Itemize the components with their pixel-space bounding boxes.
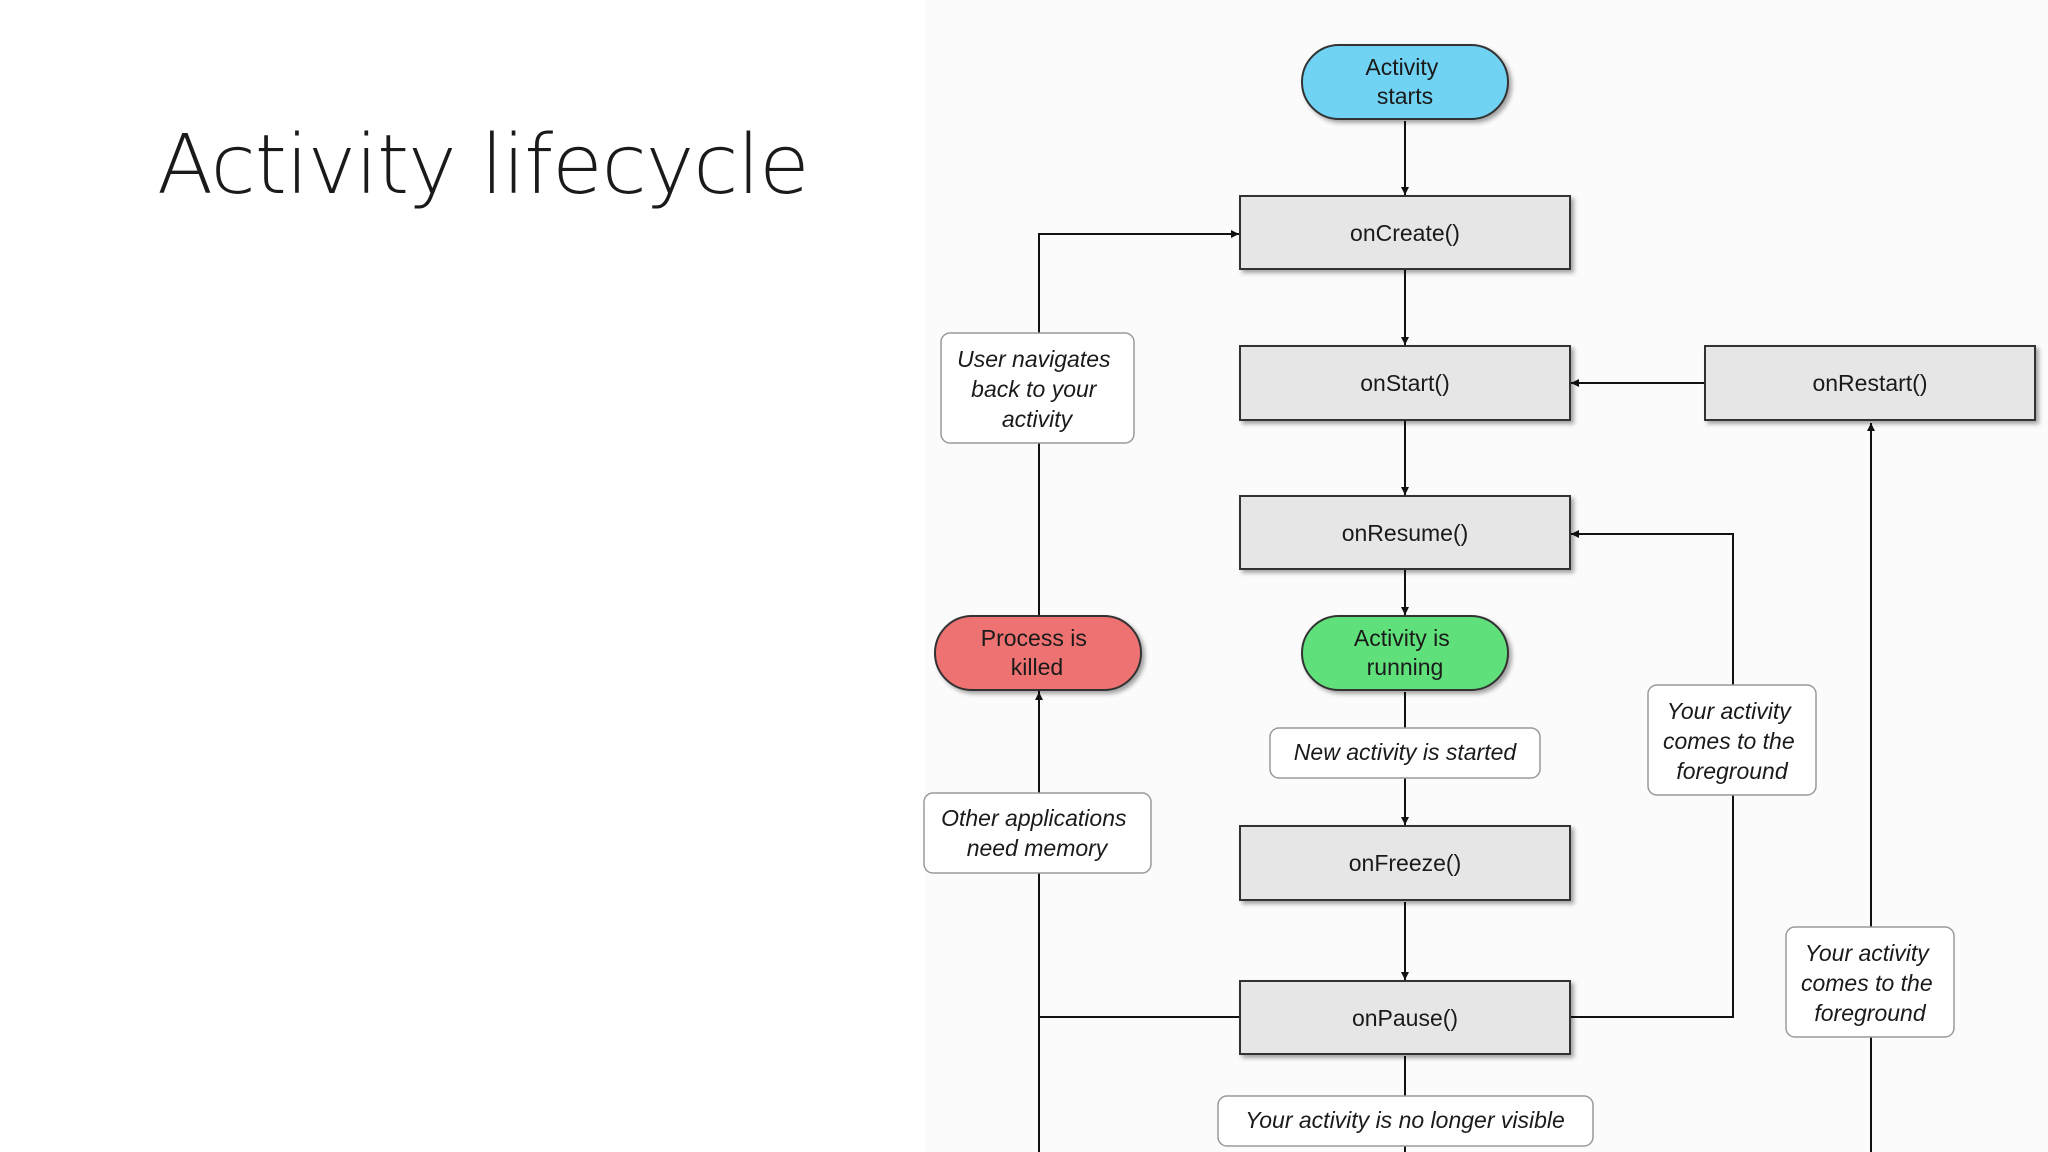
label-other-apps-need-memory: Other applications need memory xyxy=(923,792,1152,874)
svg-text:Process is killed: Process is killed xyxy=(981,625,1093,680)
node-onpause-box xyxy=(1239,980,1571,1055)
label-comes-to-foreground-restart: Your activity comes to the foreground xyxy=(1785,926,1955,1038)
node-process-killed: Process is killed xyxy=(934,615,1142,691)
label-user-navigates-back-line1: User navigates xyxy=(957,346,1111,372)
label-comes-to-foreground-resume: Your activity comes to the foreground xyxy=(1647,684,1817,796)
node-onstart-label: onStart() xyxy=(1360,370,1449,396)
node-activity-running-shape xyxy=(1301,615,1509,691)
label-no-longer-visible: Your activity is no longer visible xyxy=(1217,1095,1594,1147)
node-onrestart-box xyxy=(1704,345,2036,421)
label-new-activity-started-text: New activity is started xyxy=(1294,739,1518,765)
node-activity-running: Activity is running xyxy=(1301,615,1509,691)
node-onresume-box xyxy=(1239,495,1571,570)
node-activity-running-line2: running xyxy=(1367,654,1444,680)
label-comes-to-foreground-resume-line3: foreground xyxy=(1676,758,1788,784)
label-comes-to-foreground-resume-line1: Your activity xyxy=(1667,698,1792,724)
node-onrestart: onRestart() xyxy=(1704,345,2036,421)
label-other-apps-need-memory-line2: need memory xyxy=(967,835,1109,861)
label-user-navigates-back: User navigates back to your activity xyxy=(940,332,1135,444)
node-onstart-box xyxy=(1239,345,1571,421)
label-user-navigates-back-box xyxy=(940,332,1135,444)
label-no-longer-visible-box xyxy=(1217,1095,1594,1147)
node-oncreate-box xyxy=(1239,195,1571,270)
label-comes-to-foreground-resume-line2: comes to the xyxy=(1663,728,1795,754)
node-onpause-label: onPause() xyxy=(1352,1005,1458,1031)
node-activity-starts-line2: starts xyxy=(1377,83,1433,109)
svg-text:Activity is running: Activity is running xyxy=(1354,625,1456,680)
svg-text:Other applications need: Other applications need memory xyxy=(941,805,1133,861)
svg-text:User navigates back to y: User navigates back to your activity xyxy=(957,346,1117,432)
node-onfreeze-box xyxy=(1239,825,1571,901)
node-activity-starts: Activity starts xyxy=(1301,44,1509,120)
label-new-activity-started: New activity is started xyxy=(1269,727,1541,779)
label-user-navigates-back-line2: back to your xyxy=(971,376,1098,402)
node-process-killed-line1: Process is xyxy=(981,625,1087,651)
node-onresume-label: onResume() xyxy=(1342,520,1469,546)
label-comes-to-foreground-restart-line3: foreground xyxy=(1814,1000,1926,1026)
node-onstart: onStart() xyxy=(1239,345,1571,421)
svg-text:Your activity comes to t: Your activity comes to the foreground xyxy=(1801,940,1939,1026)
node-oncreate-label: onCreate() xyxy=(1350,220,1460,246)
node-onresume: onResume() xyxy=(1239,495,1571,570)
node-process-killed-shape xyxy=(934,615,1142,691)
label-other-apps-need-memory-box xyxy=(923,792,1152,874)
node-onrestart-label: onRestart() xyxy=(1812,370,1927,396)
node-activity-starts-shape xyxy=(1301,44,1509,120)
label-user-navigates-back-line3: activity xyxy=(1002,406,1074,432)
node-onpause: onPause() xyxy=(1239,980,1571,1055)
node-onfreeze: onFreeze() xyxy=(1239,825,1571,901)
label-new-activity-started-box xyxy=(1269,727,1541,779)
slide-title: Activity lifecycle xyxy=(157,118,810,213)
node-process-killed-line2: killed xyxy=(1011,654,1063,680)
label-other-apps-need-memory-line1: Other applications xyxy=(941,805,1127,831)
label-comes-to-foreground-restart-line2: comes to the xyxy=(1801,970,1933,996)
node-oncreate: onCreate() xyxy=(1239,195,1571,270)
label-comes-to-foreground-restart-box xyxy=(1785,926,1955,1038)
node-onfreeze-label: onFreeze() xyxy=(1349,850,1461,876)
svg-text:Your activity comes to t: Your activity comes to the foreground xyxy=(1663,698,1801,784)
node-activity-running-line1: Activity is xyxy=(1354,625,1450,651)
label-comes-to-foreground-restart-line1: Your activity xyxy=(1805,940,1930,966)
node-activity-starts-line1: Activity xyxy=(1365,54,1438,80)
svg-text:Activity starts: Activity starts xyxy=(1365,54,1444,109)
label-comes-to-foreground-resume-box xyxy=(1647,684,1817,796)
label-no-longer-visible-text: Your activity is no longer visible xyxy=(1245,1107,1565,1133)
